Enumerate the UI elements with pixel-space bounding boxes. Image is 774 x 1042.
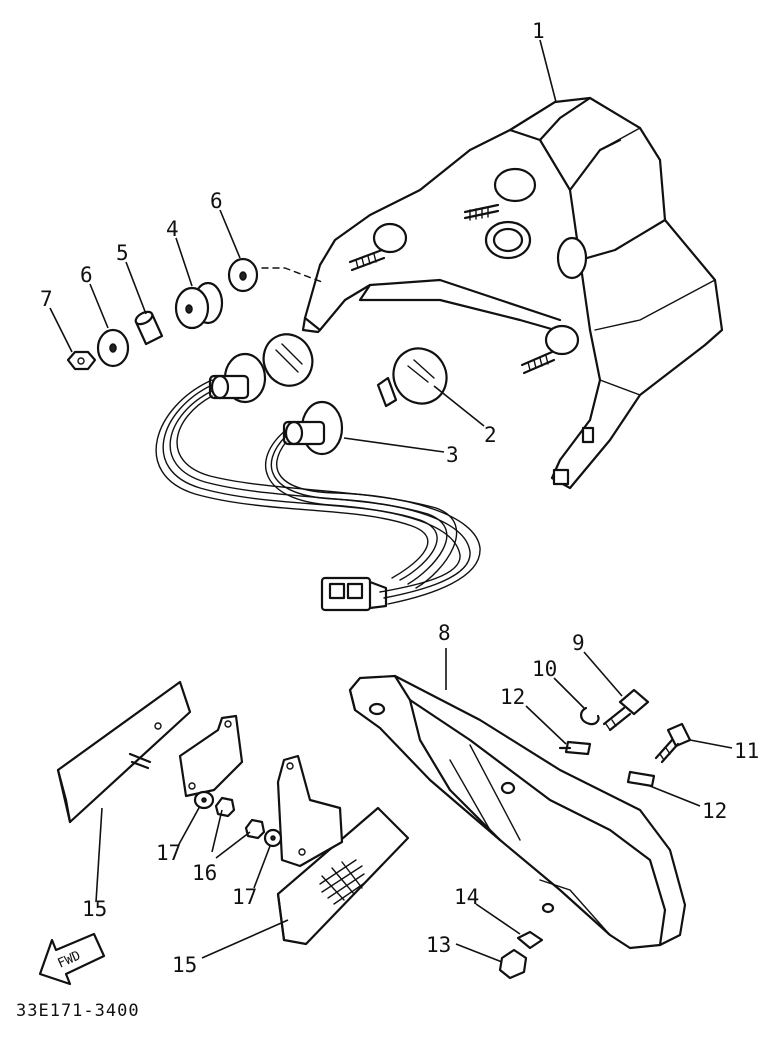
grommet-4 — [174, 281, 224, 330]
tail-light-housing — [261, 96, 724, 490]
callout-4: 4 — [166, 217, 179, 241]
callout-17-lower: 17 — [232, 885, 257, 909]
callout-labels: 1 2 3 4 5 6 6 7 8 9 10 11 12 12 13 14 15… — [40, 19, 759, 977]
callout-10: 10 — [532, 657, 557, 681]
callout-12-lower: 12 — [702, 799, 727, 823]
part-code: 33E171-3400 — [16, 1001, 140, 1021]
washer-14 — [516, 930, 544, 950]
reflector-15-left — [56, 680, 192, 824]
nut-7 — [66, 350, 97, 371]
nut-16-lower — [244, 818, 266, 840]
callout-6-right: 6 — [210, 189, 223, 213]
washer-17-lower — [263, 828, 283, 848]
washer-6-right — [227, 257, 259, 293]
callout-8: 8 — [438, 621, 451, 645]
clip-12-upper — [558, 740, 592, 756]
callout-3: 3 — [446, 443, 459, 467]
washer-6-left — [96, 328, 130, 368]
bolt-9 — [602, 688, 650, 732]
callout-2: 2 — [484, 423, 497, 447]
socket-harness-3 — [155, 379, 481, 612]
clip-10 — [580, 706, 600, 726]
license-bracket-8 — [348, 674, 687, 950]
callout-11: 11 — [734, 739, 759, 763]
bracket-right — [276, 754, 344, 868]
callout-15-right: 15 — [172, 953, 197, 977]
bulb-2 — [376, 347, 448, 408]
reflector-15-right — [276, 806, 410, 946]
callout-9: 9 — [572, 631, 585, 655]
socket-bulb-upper — [208, 333, 314, 404]
callout-7: 7 — [40, 287, 53, 311]
clip-12-lower — [626, 770, 656, 788]
callout-12-upper: 12 — [500, 685, 525, 709]
bolt-11 — [654, 722, 692, 764]
callout-1: 1 — [532, 19, 545, 43]
callout-17-upper: 17 — [156, 841, 181, 865]
nut-13 — [498, 948, 528, 980]
fwd-arrow-icon: FWD — [38, 932, 106, 986]
callout-5: 5 — [116, 241, 129, 265]
nut-16-upper — [214, 796, 236, 818]
callout-13: 13 — [426, 933, 451, 957]
callout-16: 16 — [192, 861, 217, 885]
callout-14: 14 — [454, 885, 479, 909]
bracket-left — [178, 714, 244, 798]
washer-17-upper — [193, 790, 215, 810]
callout-15-left: 15 — [82, 897, 107, 921]
callout-6-left: 6 — [80, 263, 93, 287]
leader-lines — [49, 39, 733, 963]
collar-5 — [134, 310, 164, 346]
